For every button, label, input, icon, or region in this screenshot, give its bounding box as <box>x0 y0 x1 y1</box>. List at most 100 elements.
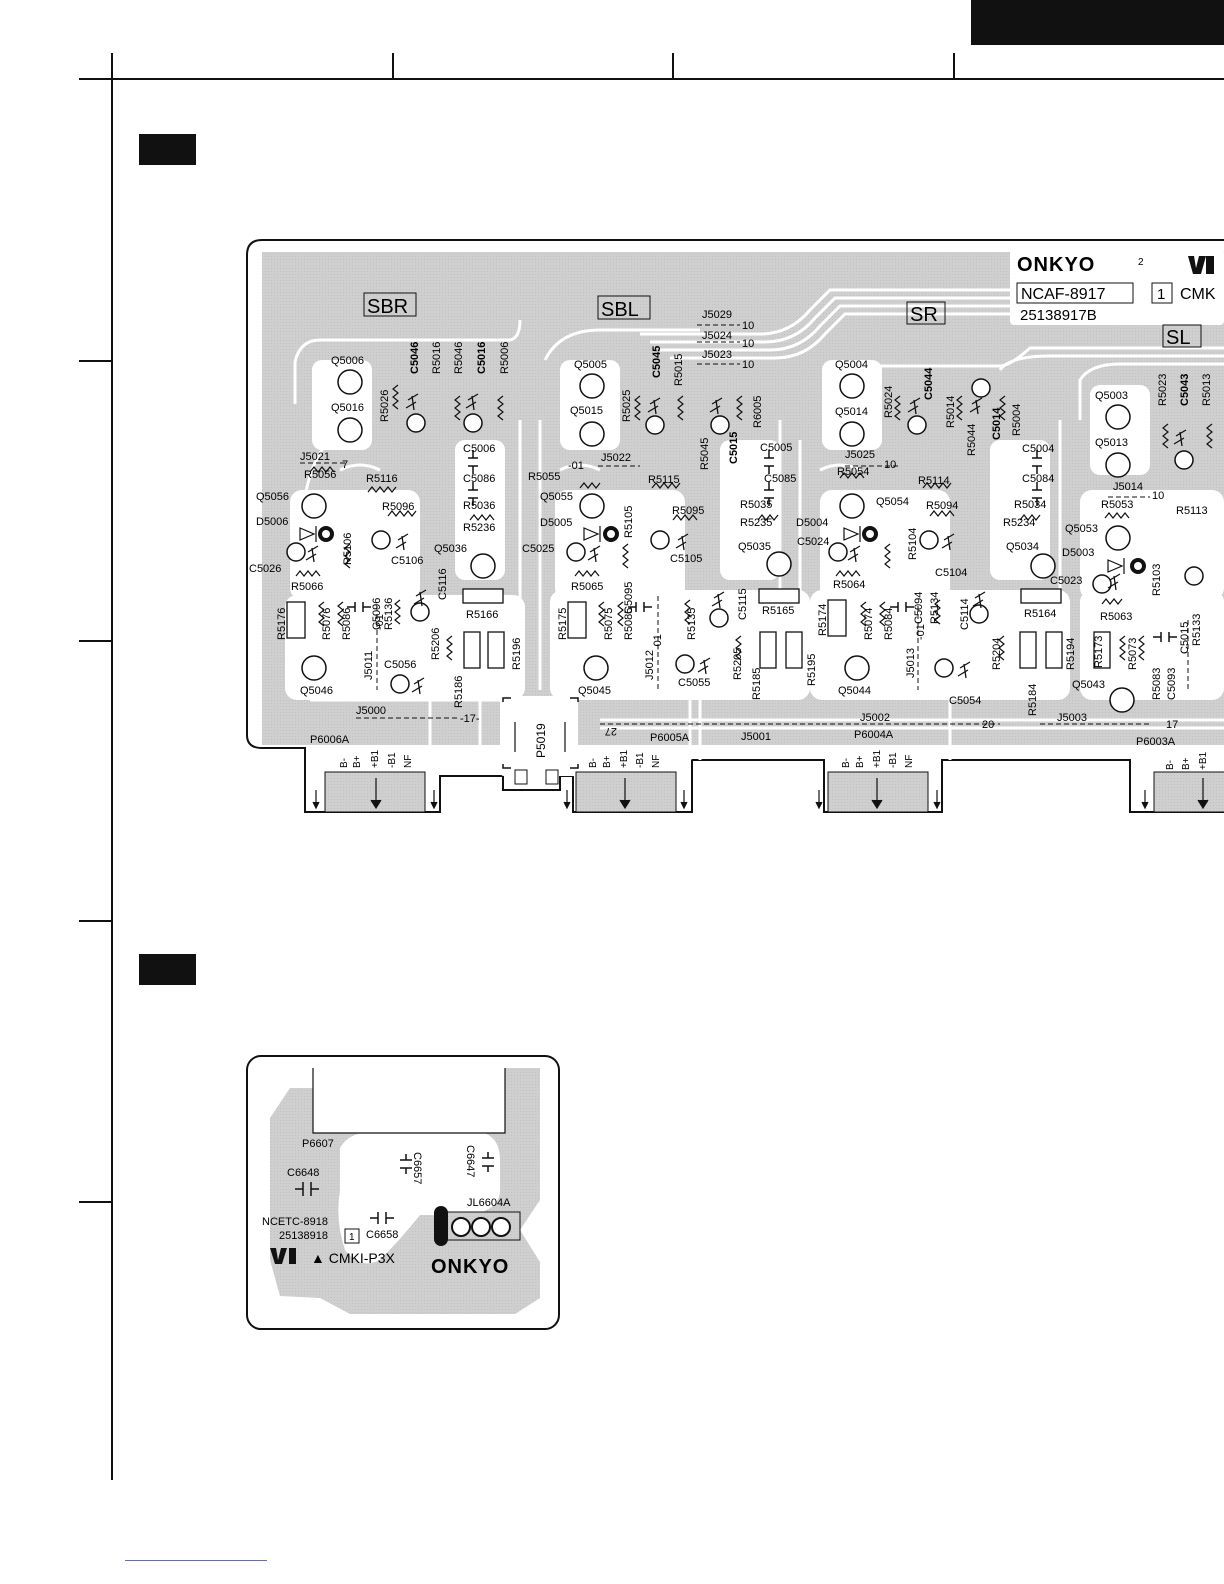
svg-text:J5003: J5003 <box>1057 712 1087 724</box>
svg-text:B+: B+ <box>602 755 613 768</box>
svg-text:C5046: C5046 <box>409 342 421 374</box>
svg-text:Q5003: Q5003 <box>1095 390 1128 402</box>
svg-text:R5045: R5045 <box>699 438 711 470</box>
header-black-tab <box>971 0 1224 45</box>
svg-text:R5175: R5175 <box>557 608 569 640</box>
svg-text:J5001: J5001 <box>741 731 771 743</box>
svg-text:R5016: R5016 <box>431 342 443 374</box>
svg-text:R5034: R5034 <box>1014 499 1046 511</box>
svg-text:Q5015: Q5015 <box>570 405 603 417</box>
svg-text:R5075: R5075 <box>603 608 615 640</box>
p6607-outline <box>312 1068 506 1134</box>
svg-text:C5025: C5025 <box>522 543 554 555</box>
onkyo-logo: ONKYO <box>1017 254 1095 276</box>
svg-text:-01: -01 <box>915 624 927 640</box>
svg-text:R5116: R5116 <box>366 473 398 485</box>
svg-text:B+: B+ <box>1181 757 1192 770</box>
svg-text:R5164: R5164 <box>1024 608 1056 620</box>
svg-text:R5173: R5173 <box>1093 636 1105 668</box>
svg-text:D5006: D5006 <box>256 516 288 528</box>
row-tick-2 <box>79 640 113 642</box>
section-marker-1 <box>139 134 196 165</box>
p6607-label: P6607 <box>302 1138 334 1150</box>
connector-p5019 <box>502 697 579 785</box>
footer-link-underline <box>125 1560 267 1561</box>
svg-text:R5186: R5186 <box>453 676 465 708</box>
svg-text:R5044: R5044 <box>966 424 978 456</box>
svg-text:J5023: J5023 <box>702 349 732 361</box>
row-tick-4 <box>79 1201 113 1203</box>
svg-text:+B1: +B1 <box>1198 751 1209 770</box>
svg-text:J5021: J5021 <box>300 451 330 463</box>
svg-text:R5166: R5166 <box>466 609 498 621</box>
channel-sbr: SBR <box>367 296 408 318</box>
svg-text:C5044: C5044 <box>923 367 935 400</box>
board-2-capacitors <box>295 1152 494 1224</box>
svg-text:B+: B+ <box>352 755 363 768</box>
svg-text:B-: B- <box>339 758 350 768</box>
svg-text:C5015: C5015 <box>728 432 740 464</box>
svg-text:R5174: R5174 <box>817 604 829 636</box>
svg-text:R5066: R5066 <box>291 581 323 593</box>
svg-text:Q5044: Q5044 <box>838 685 871 697</box>
svg-text:C5086: C5086 <box>463 473 495 485</box>
board-1-part-no: 25138917B <box>1020 307 1097 324</box>
svg-text:J5013: J5013 <box>905 648 917 678</box>
svg-text:R5135: R5135 <box>686 608 698 640</box>
svg-text:Q5006: Q5006 <box>331 355 364 367</box>
svg-text:R5104: R5104 <box>907 528 919 560</box>
svg-text:R5114: R5114 <box>918 475 950 487</box>
svg-text:J5000: J5000 <box>356 705 386 717</box>
jl6604a-pin4 <box>491 1217 511 1237</box>
svg-text:R5113: R5113 <box>1176 505 1208 517</box>
svg-text:-17-: -17- <box>460 713 480 725</box>
header-rule <box>79 78 1224 80</box>
svg-text:10: 10 <box>742 338 754 350</box>
svg-text:R5013: R5013 <box>1201 374 1213 406</box>
svg-text:B+: B+ <box>855 755 866 768</box>
svg-text:R5024: R5024 <box>883 386 895 418</box>
p6005a-label: P6005A <box>650 732 690 744</box>
row-tick-3 <box>79 920 113 922</box>
svg-text:C5004: C5004 <box>1022 443 1054 455</box>
svg-text:R5014: R5014 <box>945 396 957 428</box>
svg-text:J5002: J5002 <box>860 712 890 724</box>
svg-text:C5085: C5085 <box>764 473 796 485</box>
connector-pin-labels: B- B+ +B1 -B1 NF B- B+ +B1 -B1 NF B- B+ … <box>339 749 1209 770</box>
svg-text:Q5013: Q5013 <box>1095 437 1128 449</box>
row-tick-1 <box>79 360 113 362</box>
svg-text:R5103: R5103 <box>1151 564 1163 596</box>
svg-text:R5083: R5083 <box>1151 668 1163 700</box>
svg-text:NF: NF <box>403 755 414 768</box>
svg-text:J5029: J5029 <box>702 309 732 321</box>
p6003a-label: P6003A <box>1136 736 1176 748</box>
c6647-label: C6647 <box>464 1145 476 1177</box>
svg-text:R6005: R6005 <box>752 396 764 428</box>
svg-text:Q5014: Q5014 <box>835 406 868 418</box>
svg-text:C5043: C5043 <box>1179 374 1191 406</box>
svg-text:D5004: D5004 <box>796 517 828 529</box>
svg-text:10: 10 <box>742 359 754 371</box>
svg-text:Q5056: Q5056 <box>256 491 289 503</box>
capacitor-symbols <box>347 450 1177 642</box>
svg-text:C5094: C5094 <box>913 592 925 624</box>
p5019-label: P5019 <box>534 723 548 758</box>
svg-text:R5064: R5064 <box>833 579 865 591</box>
svg-text:J5025: J5025 <box>845 449 875 461</box>
svg-text:C5006: C5006 <box>463 443 495 455</box>
svg-text:C5024: C5024 <box>797 536 829 548</box>
svg-text:R5096: R5096 <box>382 501 414 513</box>
svg-text:R5036: R5036 <box>463 500 495 512</box>
svg-text:R5165: R5165 <box>762 605 794 617</box>
board-1-model: NCAF-8917 <box>1021 286 1106 303</box>
svg-text:17: 17 <box>1166 719 1178 731</box>
svg-text:R5074: R5074 <box>863 608 875 640</box>
electrolytic-marks <box>305 393 1187 695</box>
svg-text:-01: -01 <box>652 634 664 650</box>
svg-text:Q5004: Q5004 <box>835 359 868 371</box>
channel-sl: SL <box>1166 327 1190 349</box>
svg-text:C5116: C5116 <box>437 568 449 600</box>
svg-text:R5195: R5195 <box>806 654 818 686</box>
board-2-ground-plane <box>270 1068 540 1314</box>
board-1-layer: 1 <box>1157 286 1165 303</box>
